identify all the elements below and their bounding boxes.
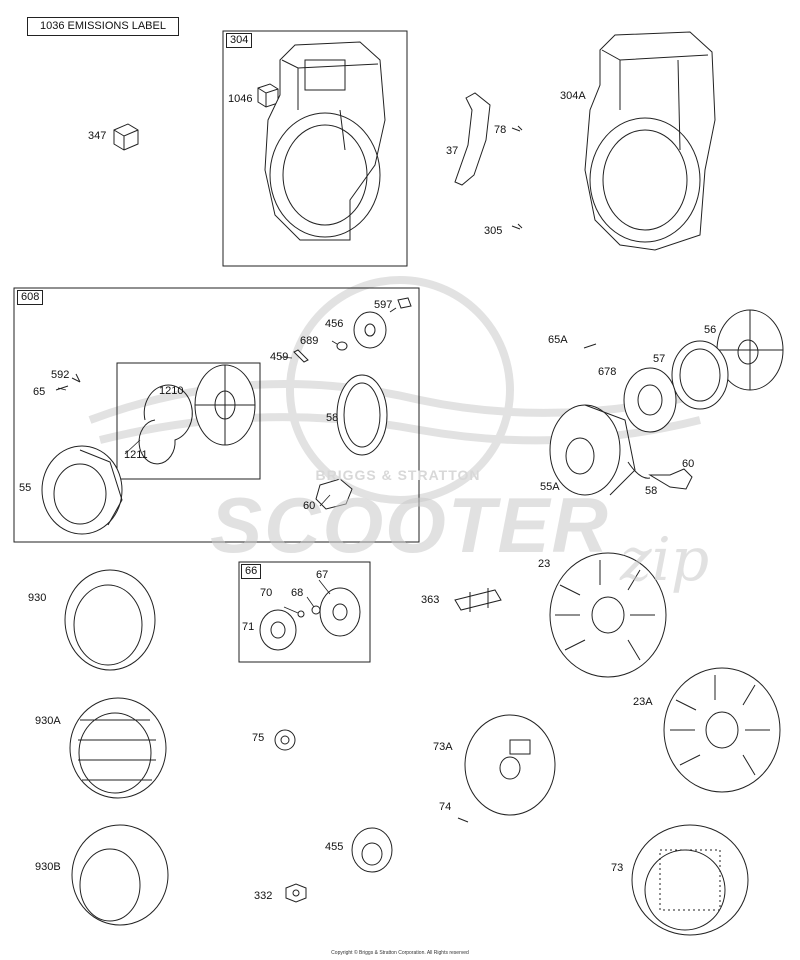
part-930a-screen [69, 697, 167, 799]
part-label-23a: 23A [633, 696, 653, 708]
part-58-spring-a [336, 374, 388, 456]
part-label-930a: 930A [35, 715, 61, 727]
watermark-text: SCOOTER [210, 481, 610, 569]
part-930b-screen [71, 824, 169, 926]
part-label-597: 597 [374, 299, 393, 311]
part-1210-pulley [194, 364, 256, 446]
part-74-screw [457, 817, 469, 823]
part-label-57: 57 [653, 353, 666, 365]
part-label-930b: 930B [35, 861, 61, 873]
part-73a-fan-cover [464, 714, 556, 816]
part-57-spring [671, 340, 729, 410]
part-label-78: 78 [494, 124, 507, 136]
copyright-notice: Copyright © Briggs & Stratton Corporatio… [331, 950, 469, 956]
part-label-23: 23 [538, 558, 551, 570]
part-label-1211: 1211 [124, 449, 148, 461]
part-label-60-a: 60 [303, 500, 316, 512]
part-75-washer [274, 729, 296, 751]
part-65-screw [55, 385, 69, 391]
part-78-screw [511, 125, 523, 132]
part-label-347: 347 [88, 130, 107, 142]
part-71-clutch [259, 609, 297, 651]
group-box-304 [222, 30, 408, 267]
part-label-930: 930 [28, 592, 47, 604]
part-55a-starter [549, 404, 636, 496]
part-55-rewind-housing [41, 445, 123, 535]
part-60-grip-b [627, 461, 693, 490]
part-1211-spring [138, 384, 193, 465]
part-label-65: 65 [33, 386, 46, 398]
group-tag-66: 66 [241, 564, 262, 579]
part-label-71: 71 [242, 621, 255, 633]
part-label-456: 456 [325, 318, 344, 330]
group-tag-608: 608 [17, 290, 44, 305]
part-label-678: 678 [598, 366, 617, 378]
part-label-68: 68 [291, 587, 304, 599]
part-304a-blower-housing [584, 31, 716, 251]
part-347-clip [113, 123, 139, 151]
part-label-58-b: 58 [645, 485, 658, 497]
part-459-pin [293, 349, 309, 363]
part-label-55a: 55A [540, 481, 560, 493]
part-label-37: 37 [446, 145, 459, 157]
subgroup-box-1210 [116, 362, 261, 480]
part-label-56: 56 [704, 324, 717, 336]
part-1046-clip [257, 83, 279, 108]
part-597-screw [389, 297, 412, 313]
group-box-608 [13, 287, 420, 543]
part-65a-screw [583, 343, 597, 349]
part-label-74: 74 [439, 801, 452, 813]
part-label-1046: 1046 [228, 93, 253, 105]
part-label-455: 455 [325, 841, 344, 853]
part-label-58-a: 58 [326, 412, 339, 424]
part-label-332: 332 [254, 890, 273, 902]
part-label-67: 67 [316, 569, 329, 581]
part-label-70: 70 [260, 587, 273, 599]
part-label-73: 73 [611, 862, 624, 874]
part-67-ratchet [319, 587, 361, 637]
watermark-script: zip [620, 525, 710, 595]
part-456-pawl-plate [353, 311, 387, 349]
part-label-592: 592 [51, 369, 70, 381]
part-label-363: 363 [421, 594, 440, 606]
part-455-nut [351, 827, 393, 873]
group-box-66 [238, 561, 371, 663]
part-56-pulley [716, 309, 784, 391]
part-60-grip-a [315, 478, 353, 510]
part-363-stop-switch [454, 588, 502, 612]
part-label-65a: 65A [548, 334, 568, 346]
part-label-75: 75 [252, 732, 265, 744]
part-304-blower-housing [264, 41, 386, 241]
part-label-304a: 304A [560, 90, 586, 102]
part-305-screw [511, 223, 523, 230]
leader-lines [57, 340, 338, 614]
part-label-1210: 1210 [159, 385, 184, 397]
part-label-305: 305 [484, 225, 503, 237]
emissions-label: 1036 EMISSIONS LABEL [27, 17, 179, 36]
part-70-ball [297, 610, 305, 618]
part-label-459: 459 [270, 351, 289, 363]
part-73-screen [631, 824, 749, 936]
part-label-60-b: 60 [682, 458, 695, 470]
part-68-ball [311, 605, 321, 615]
part-332-nut [285, 883, 307, 903]
part-930-screen [64, 569, 156, 671]
part-label-55: 55 [19, 482, 32, 494]
watermark-brand: BRIGGS & STRATTON [315, 467, 481, 483]
part-37-bracket [454, 92, 491, 186]
group-tag-304: 304 [226, 33, 253, 48]
part-label-689: 689 [300, 335, 319, 347]
part-23-flywheel [549, 552, 667, 678]
part-689-ring [336, 341, 348, 351]
part-678-washer [623, 367, 677, 433]
part-592-screw [71, 373, 81, 383]
part-label-73a: 73A [433, 741, 453, 753]
part-23a-flywheel [663, 667, 781, 793]
